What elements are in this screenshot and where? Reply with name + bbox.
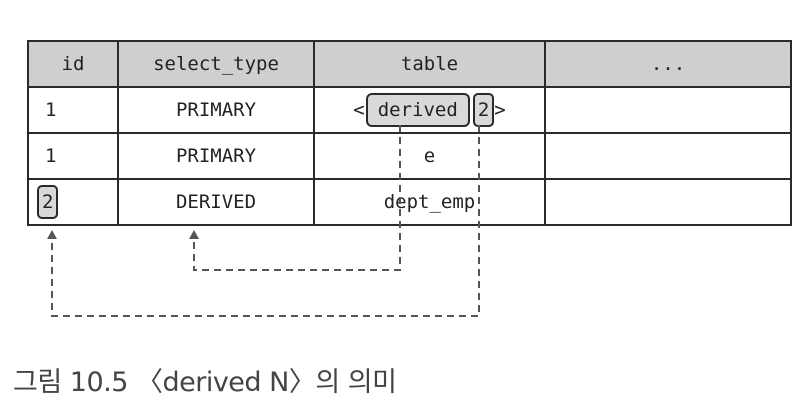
header-id: id [27, 40, 119, 88]
derived-label-box: derived [365, 93, 470, 127]
derived-open-bracket: < [353, 99, 365, 121]
table-row: 2 DERIVED dept_emp [27, 178, 792, 226]
header-select-type: select_type [117, 40, 315, 88]
derived-number-box: 2 [472, 93, 495, 127]
row2-more [544, 132, 792, 180]
row3-more [544, 178, 792, 226]
table-header-row: id select_type table ... [27, 40, 792, 88]
row2-id: 1 [27, 132, 119, 180]
arrowhead-up-icon [189, 230, 199, 239]
row3-select-type: DERIVED [117, 178, 315, 226]
derived-close-bracket: > [494, 99, 506, 121]
row3-table: dept_emp [313, 178, 546, 226]
row1-id: 1 [27, 86, 119, 134]
row1-select-type: PRIMARY [117, 86, 315, 134]
derived-id-box: 2 [37, 185, 59, 219]
arrowhead-up-icon [47, 230, 57, 239]
row2-table: e [313, 132, 546, 180]
row1-more [544, 86, 792, 134]
header-table: table [313, 40, 546, 88]
table-row: 1 PRIMARY e [27, 132, 792, 180]
row3-id-cell: 2 [27, 178, 119, 226]
figure-caption: 그림 10.5 〈derived N〉의 의미 [13, 367, 397, 398]
row2-select-type: PRIMARY [117, 132, 315, 180]
explain-result-table: id select_type table ... 1 PRIMARY <deri… [27, 40, 792, 226]
header-more: ... [544, 40, 792, 88]
